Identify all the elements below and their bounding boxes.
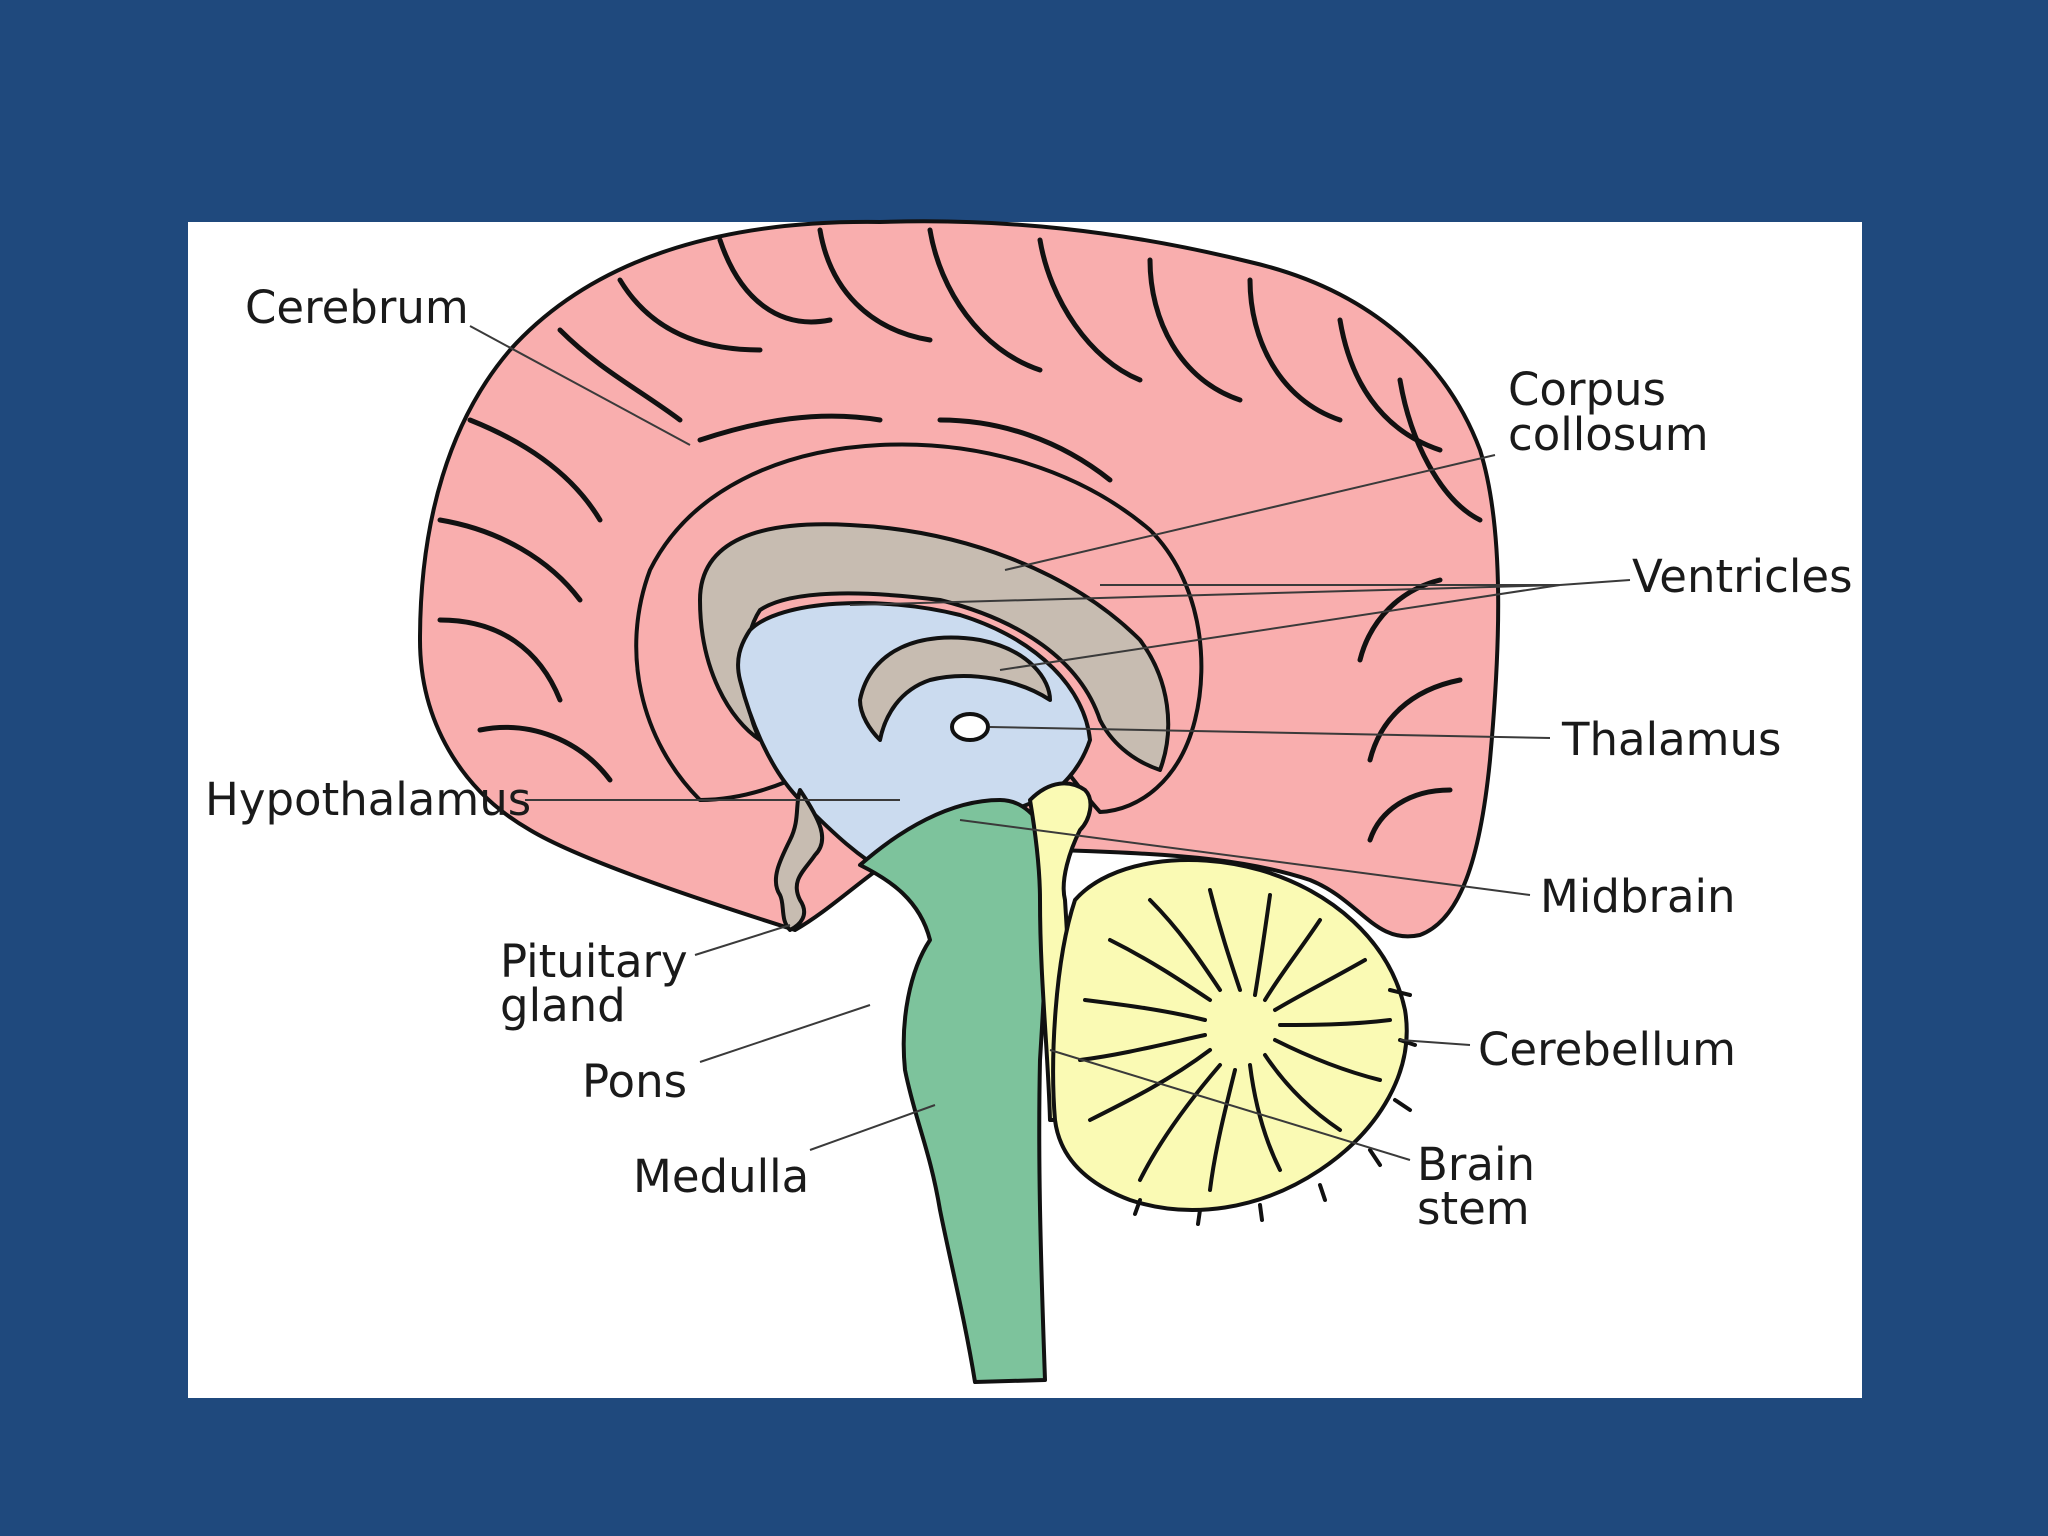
label-midbrain: Midbrain [1540,870,1736,923]
label-cerebrum: Cerebrum [245,281,469,334]
label-cerebellum: Cerebellum [1478,1023,1736,1076]
label-corpus-line2: collosum [1508,408,1709,461]
label-brain-stem-line2: stem [1417,1182,1530,1235]
label-pituitary-line2: gland [500,979,626,1032]
fornix-curl [858,635,1052,742]
cerebrum-gyri [437,227,1483,843]
label-corpus-line1: Corpus [1508,363,1666,416]
label-pituitary-line1: Pituitary [500,935,688,988]
label-hypothalamus: Hypothalamus [205,773,531,826]
label-pons: Pons [582,1055,687,1108]
pituitary-gland-region [773,788,825,932]
cerebellum-region [1051,858,1409,1212]
leader-lines [469,325,1631,1161]
label-medulla: Medulla [633,1150,809,1203]
thalamus-oval [950,712,990,742]
cerebellum-folia [1078,888,1417,1226]
brain-stem-region [858,798,1050,1384]
label-ventricles: Ventricles [1632,550,1853,603]
label-brain-stem-line1: Brain [1417,1138,1535,1191]
label-thalamus: Thalamus [1561,713,1781,766]
